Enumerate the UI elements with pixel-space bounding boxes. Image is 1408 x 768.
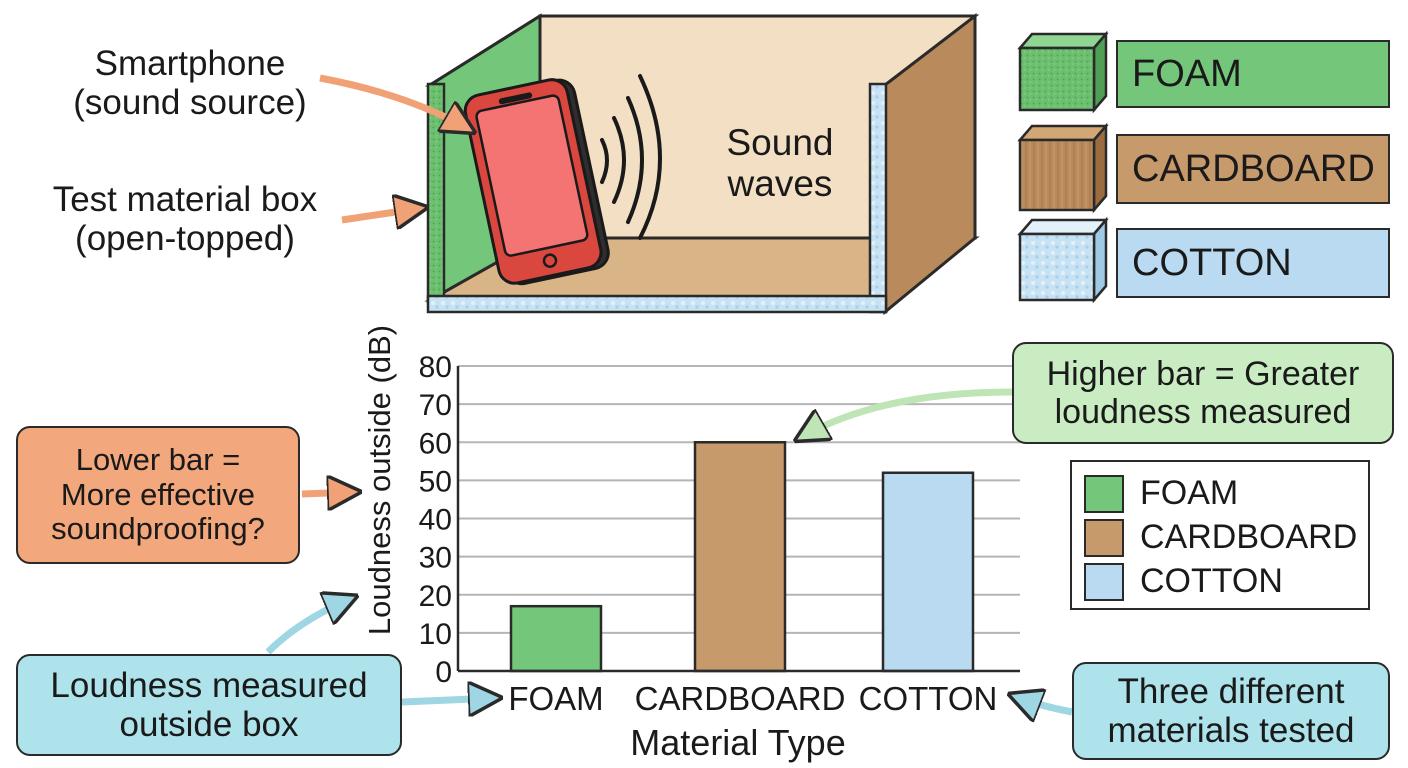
y-tick-label-50: 50 [419, 465, 452, 498]
key-cardboard-label: CARDBOARD [1116, 134, 1390, 204]
lower-bar-arrow [301, 492, 355, 494]
lower-bar-callout: Lower bar = More effective soundproofing… [16, 426, 300, 564]
bar-cardboard [693, 441, 787, 673]
chart-x-tick-labels: FOAM CARDBOARD COTTON [508, 680, 997, 717]
legend-label-cotton: COTTON [1140, 562, 1283, 600]
y-tick-label-20: 20 [419, 580, 452, 613]
x-tick-label-cotton: COTTON [859, 680, 998, 717]
sound-waves-label: Sound waves [700, 122, 860, 205]
y-tick-label-30: 30 [419, 542, 452, 575]
y-tick-label-70: 70 [419, 389, 452, 422]
legend-swatch-foam [1084, 474, 1124, 513]
higher-bar-callout: Higher bar = Greater loudness measured [1012, 342, 1394, 444]
measured-outside-arrow-up [265, 598, 352, 655]
higher-bar-callout-line2: loudness measured [1054, 393, 1352, 431]
y-tick-label-10: 10 [419, 618, 452, 651]
x-tick-label-foam: FOAM [508, 680, 603, 717]
chart-x-axis-label: Material Type [630, 722, 845, 763]
box-label-line1: Test material box [52, 180, 318, 219]
sound-waves-icon [600, 74, 662, 240]
legend-swatch-cotton [1084, 562, 1124, 601]
three-materials-arrow [1014, 696, 1073, 712]
chart-bars [509, 441, 975, 673]
y-tick-label-80: 80 [419, 351, 452, 384]
lower-bar-callout-line3: soundproofing? [51, 511, 265, 547]
legend-label-cardboard: CARDBOARD [1140, 518, 1358, 556]
cardboard-cube-icon [1017, 122, 1109, 214]
smartphone-label-line1: Smartphone [94, 44, 286, 83]
chart-y-axis-label: Loudness outside (dB) [362, 325, 397, 635]
lower-bar-callout-line1: Lower bar = [75, 441, 241, 477]
box-label-arrow [341, 208, 422, 220]
measured-outside-arrow-right [401, 698, 496, 702]
legend-swatch-cardboard [1084, 518, 1124, 557]
legend-label-foam: FOAM [1140, 474, 1239, 512]
chart-y-tick-labels: 0 10 20 30 40 50 60 70 80 [419, 351, 452, 689]
cotton-cube-icon [1017, 216, 1109, 304]
sound-waves-label-line1: Sound [726, 122, 834, 163]
legend-row-foam: FOAM [1084, 474, 1238, 513]
foam-cube-icon [1017, 30, 1109, 114]
smartphone-label-line2: (sound source) [73, 83, 307, 123]
higher-bar-arrow [800, 388, 1013, 438]
bar-cotton [881, 471, 975, 673]
box-label-line2: (open-topped) [75, 219, 295, 259]
y-tick-label-40: 40 [419, 504, 452, 537]
legend-row-cardboard: CARDBOARD [1084, 518, 1357, 557]
box-right-edge-cotton [868, 82, 888, 314]
measured-outside-callout: Loudness measured outside box [16, 654, 402, 756]
key-foam-label: FOAM [1116, 40, 1390, 108]
sound-waves-label-line2: waves [727, 163, 833, 205]
chart-legend: FOAM CARDBOARD COTTON [1070, 460, 1370, 610]
lower-bar-callout-line2: More effective [60, 476, 256, 512]
y-tick-label-60: 60 [419, 427, 452, 460]
smartphone-label-arrow [319, 74, 470, 130]
smartphone [463, 78, 610, 286]
three-materials-callout: Three different materials tested [1072, 662, 1390, 760]
measured-outside-callout-line1: Loudness measured [50, 665, 368, 705]
legend-row-cotton: COTTON [1084, 562, 1283, 601]
x-tick-label-cardboard: CARDBOARD [635, 680, 846, 717]
measured-outside-callout-line2: outside box [119, 705, 299, 744]
three-materials-callout-line1: Three different [1117, 671, 1345, 711]
box-bottom-edge-cotton [426, 294, 888, 314]
box-label: Test material box (open-topped) [10, 180, 360, 258]
y-tick-label-0: 0 [435, 656, 452, 689]
key-cotton-label: COTTON [1116, 228, 1390, 298]
higher-bar-callout-line1: Higher bar = Greater [1046, 354, 1360, 393]
smartphone-label: Smartphone (sound source) [30, 44, 350, 122]
three-materials-callout-line2: materials tested [1107, 711, 1355, 750]
bar-foam [509, 604, 603, 673]
